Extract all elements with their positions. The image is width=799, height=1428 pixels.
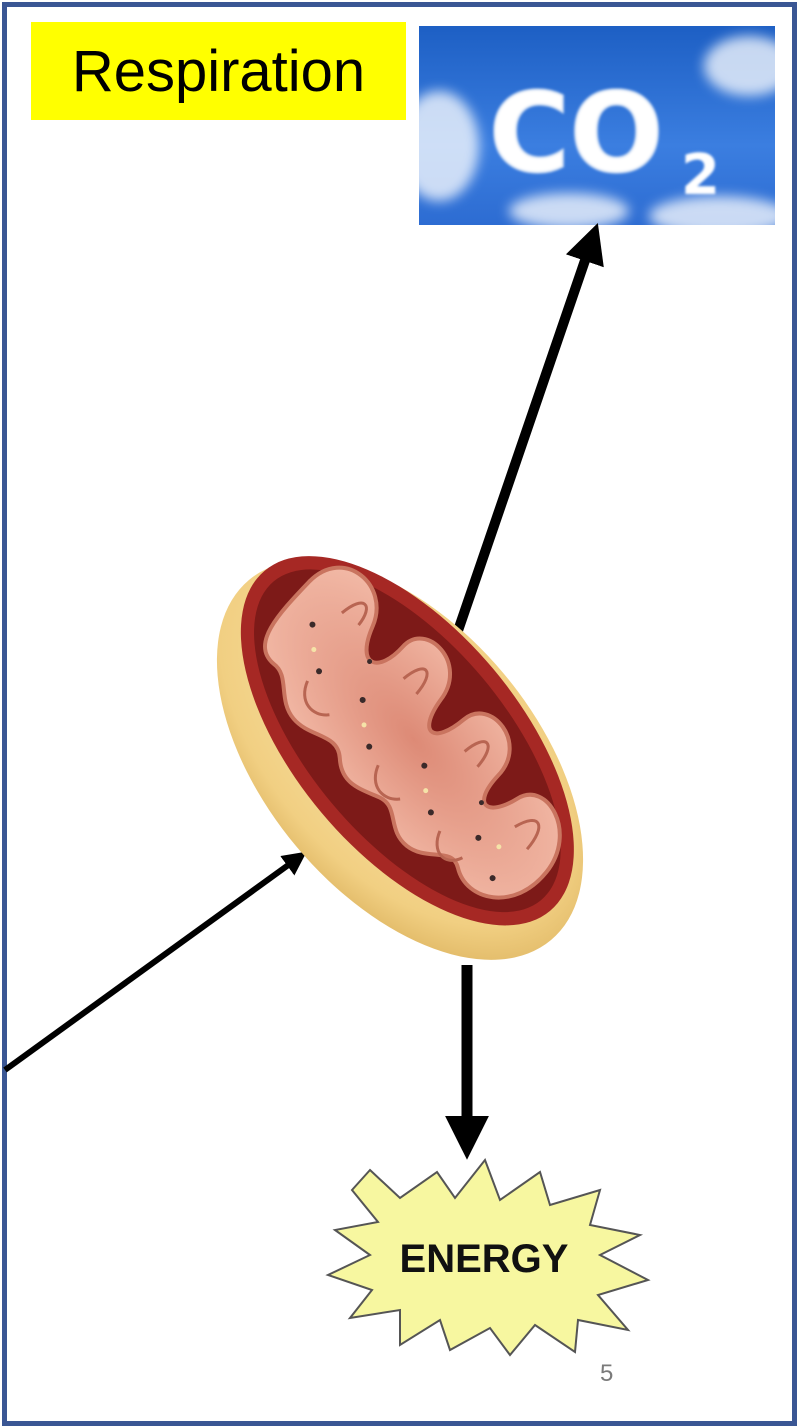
- page-number: 5: [600, 1360, 640, 1388]
- energy-label: ENERGY: [400, 1237, 569, 1281]
- arrow-to-co2: [450, 240, 592, 654]
- energy-burst: ENERGY: [328, 1160, 648, 1355]
- arrow-into-mitochondrion: [5, 858, 298, 1070]
- mitochondrion-image: [146, 493, 655, 1027]
